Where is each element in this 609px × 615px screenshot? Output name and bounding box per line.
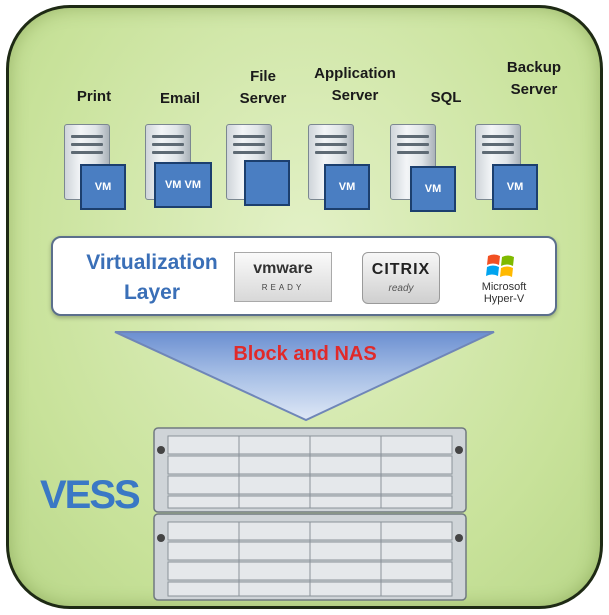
vm-box-application-server: VM [324,164,370,210]
citrix-ready-logo: CITRIX ready [362,252,440,304]
block-and-nas-label: Block and NAS [233,343,377,365]
vm-box-print: VM [80,164,126,210]
vmware-logo-text: vmware [253,260,313,277]
service-label-backup-server: Backup Server [506,59,562,98]
service-label-file-server: File Server [239,68,287,107]
vess-logo: VESS [40,473,141,517]
virtualization-layer-title: Virtualization Layer [86,251,218,304]
vm-box-file-server [244,160,290,206]
service-label-email: Email [159,90,201,107]
windows-flag-icon [486,254,514,277]
service-label-sql: SQL [430,89,462,106]
vmware-ready-logo: vmware READY [234,252,332,302]
citrix-ready-text: ready [388,283,414,294]
service-label-application-server: Application Server [314,65,396,104]
vm-box-backup-server: VM [492,164,538,210]
vm-box-email: VM VM [154,162,212,208]
microsoft-hyper-v-text: Microsoft Hyper-V [481,281,527,305]
vm-box-sql: VM [410,166,456,212]
service-label-print: Print [76,88,112,105]
citrix-logo-text: CITRIX [371,261,431,278]
vmware-ready-text: READY [261,283,305,292]
